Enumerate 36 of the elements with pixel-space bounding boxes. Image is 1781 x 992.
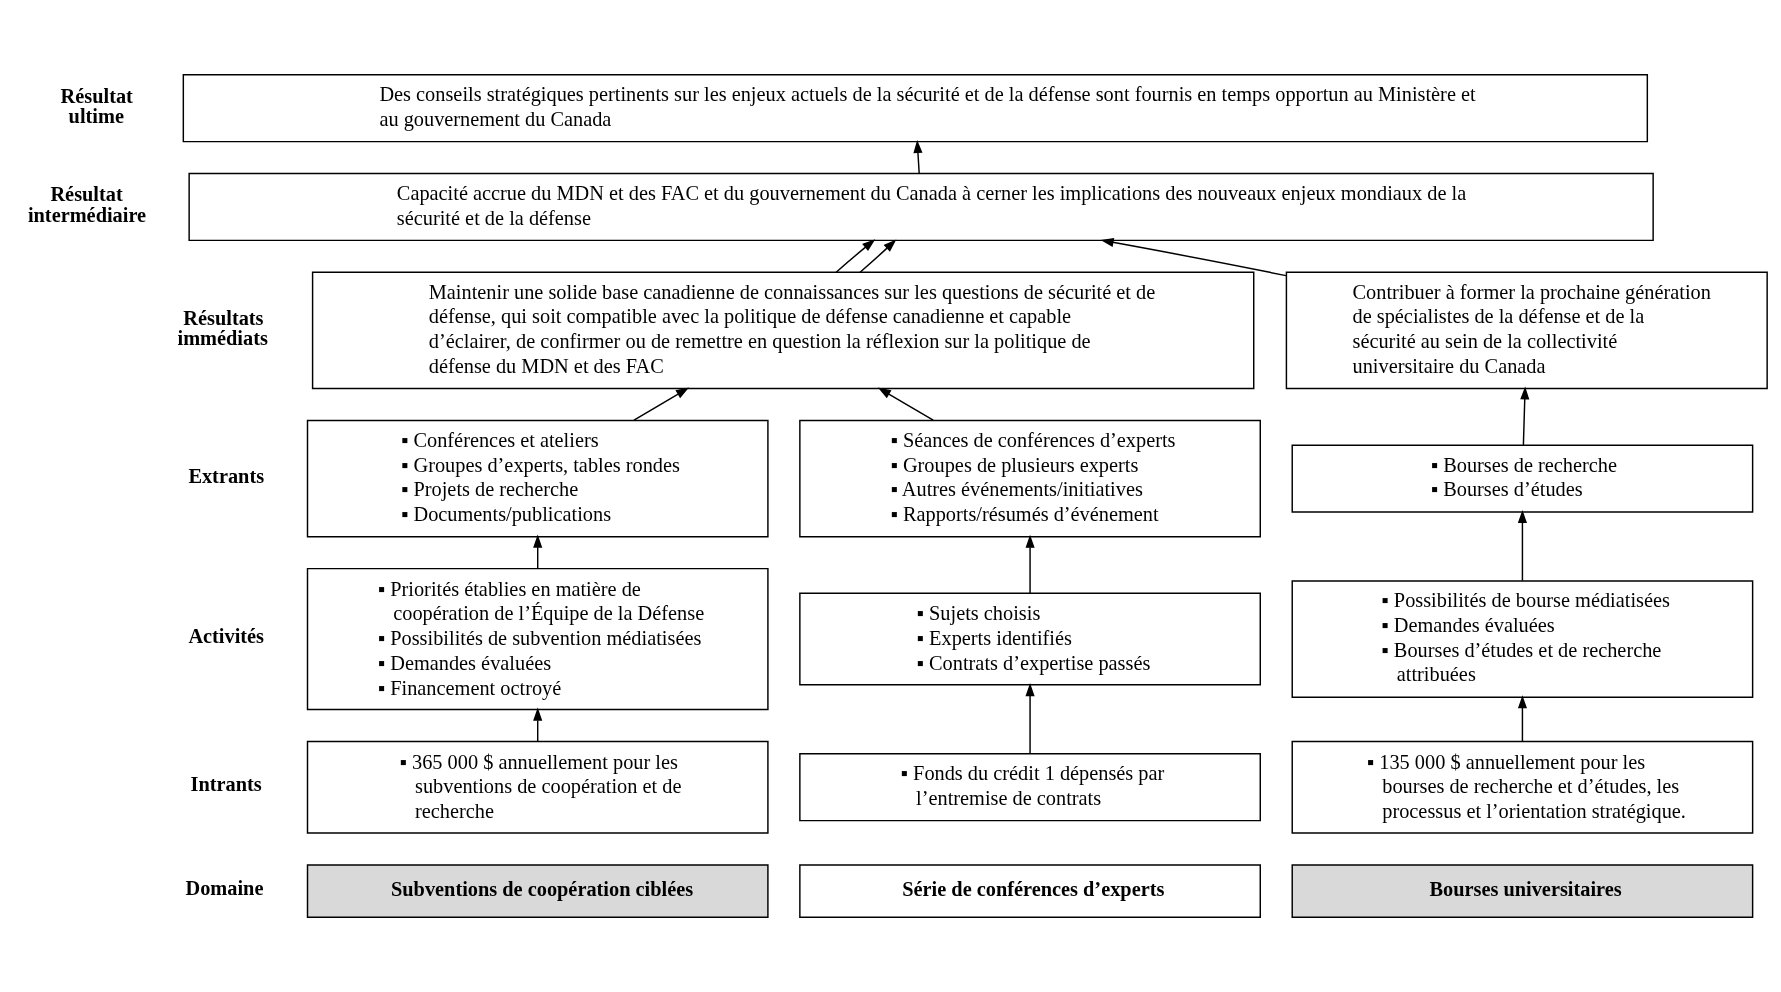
node-box: ▪ Fonds du crédit 1 dépensés par l’entremise de contrats xyxy=(798,753,1261,822)
arrow xyxy=(632,387,689,421)
label: Extrants xyxy=(187,464,264,487)
node-box: Capacité accrue du MDN et des FAC et du gouvernement du Canada à cerner les implications des nouveaux enjeux mondiaux de la sécurité et de la défense xyxy=(187,172,1654,242)
arrow xyxy=(1025,683,1035,755)
arrow xyxy=(1100,237,1287,277)
node-box: ▪ Possibilités de bourse médiatisées ▪ Demandes évaluées ▪ Bourses d’études et de recherche attribuées xyxy=(1291,580,1753,698)
arrow xyxy=(877,387,934,421)
node-box: Bourses universitaires xyxy=(1291,864,1753,918)
node-box: ▪ Sujets choisis ▪ Experts identifiés ▪ Contrats d’expertise passés xyxy=(798,592,1261,686)
node-box: ▪ Conférences et ateliers ▪ Groupes d’experts, tables rondes ▪ Projets de recherche ▪ Documents/publications xyxy=(306,419,769,538)
node-box: ▪ Séances de conférences d’experts ▪ Groupes de plusieurs experts ▪ Autres événements/initiatives ▪ Rapports/résumés d’événement xyxy=(798,419,1261,538)
node-box: ▪ 365 000 $ annuellement pour les subventions de coopération et de recherche xyxy=(306,740,769,834)
label: Résultat ultime xyxy=(60,84,133,128)
arrow xyxy=(1519,386,1529,446)
label: Résultat intermédiaire xyxy=(27,183,146,226)
label: Activités xyxy=(187,624,264,647)
arrow xyxy=(532,534,542,570)
node-box: Contribuer à former la prochaine génération de spécialistes de la défense et de la sécurité au sein de la collectivité universitaire du Canada xyxy=(1285,271,1768,390)
arrow xyxy=(834,239,875,273)
label: Domaine xyxy=(185,876,263,899)
label: Résultats immédiats xyxy=(177,306,268,350)
arrow xyxy=(858,239,896,273)
arrow xyxy=(1517,695,1527,743)
arrow xyxy=(532,707,542,743)
node-box: Série de conférences d’experts xyxy=(798,864,1261,918)
node-box: ▪ Bourses de recherche ▪ Bourses d’études xyxy=(1291,444,1753,513)
label: Intrants xyxy=(190,773,262,796)
node-box: Maintenir une solide base canadienne de connaissances sur les questions de sécurité et de défense, qui soit compatible avec la politique de défense canadienne et capable d’éclairer, de confirmer ou de remettre en question la réflexion sur la politique de défense du MDN et des FAC xyxy=(311,271,1254,390)
arrow xyxy=(1517,509,1527,582)
arrow xyxy=(1025,534,1035,594)
node-box: ▪ Priorités établies en matière de coopération de l’Équipe de la Défense ▪ Possibilités de subvention médiatisées ▪ Demandes évaluées ▪ Financement octroyé xyxy=(306,567,769,711)
arrow xyxy=(912,139,923,174)
node-box: Des conseils stratégiques pertinents sur les enjeux actuels de la sécurité et de la défense sont fournis en temps opportun au Ministère et au gouvernement du Canada xyxy=(182,74,1648,143)
node-box: ▪ 135 000 $ annuellement pour les bourses de recherche et d’études, les processus et l’orientation stratégique. xyxy=(1291,740,1753,834)
node-box: Subventions de coopération ciblées xyxy=(306,864,769,918)
